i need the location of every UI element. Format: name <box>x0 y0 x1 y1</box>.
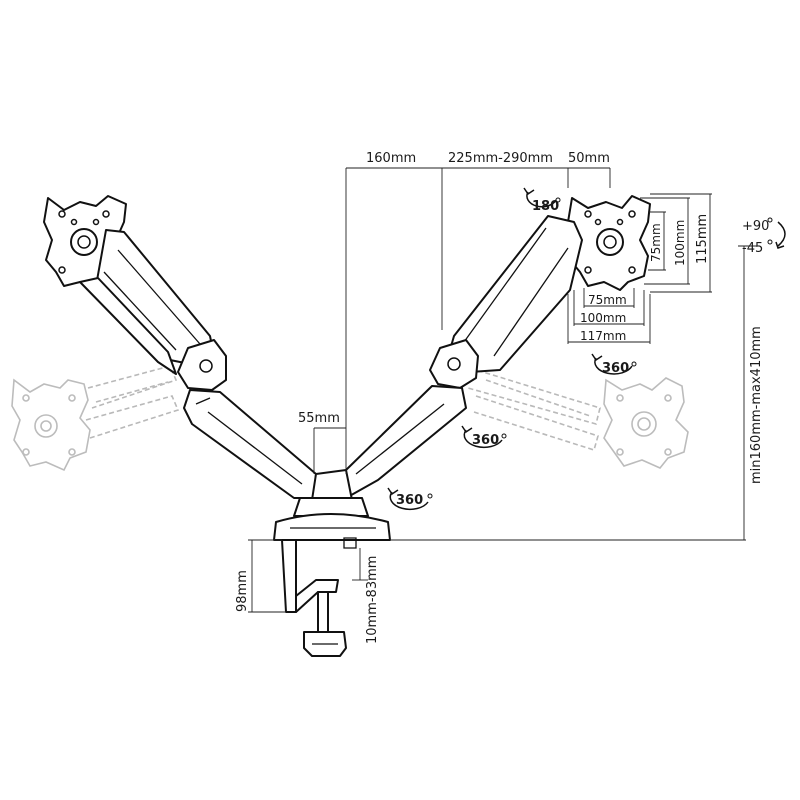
ghost-left-plate <box>11 378 91 472</box>
tilt-arrow-icon <box>777 221 786 247</box>
right-upper-arm <box>429 215 583 389</box>
rotation-arrow-icon <box>594 357 633 375</box>
ghost-positions <box>11 365 689 472</box>
label-55mm: 55mm <box>298 411 340 426</box>
svg-text:360: 360 <box>472 433 499 448</box>
left-lower-arm <box>183 389 317 499</box>
label-tilt-up: +90 <box>742 219 769 234</box>
tilt-indicator: +90 -45 <box>742 217 786 256</box>
dimension-lines <box>248 167 760 613</box>
label-tilt-down: -45 <box>742 241 763 256</box>
rotation-360-mid: 360 <box>461 425 507 449</box>
rotation-180: 180 <box>523 187 561 214</box>
dimension-labels: 160mm 225mm-290mm 50mm 55mm 75mm 100mm 1… <box>235 151 764 644</box>
ghost-right-plate <box>603 377 689 469</box>
ghost-right-arm <box>467 367 601 425</box>
rotation-360-base: 360 <box>387 487 433 511</box>
label-98mm: 98mm <box>235 570 250 612</box>
right-lower-arm <box>329 385 467 499</box>
rotation-arrow-icon <box>389 491 429 511</box>
left-upper-arm <box>79 229 227 391</box>
center-column <box>273 469 391 541</box>
rotation-arrow-icon <box>463 429 503 449</box>
desk-clamp <box>281 537 357 657</box>
label-clamp-range: 10mm-83mm <box>365 556 380 644</box>
rotation-arrow-icon <box>526 191 557 208</box>
label-50mm: 50mm <box>568 151 610 166</box>
label-reach: 225mm-290mm <box>448 151 553 166</box>
rotation-360-right: 360 <box>591 353 637 376</box>
label-115mm: 115mm <box>695 214 710 264</box>
svg-text:360: 360 <box>602 361 629 376</box>
desk-base <box>273 513 391 541</box>
label-vesa75-h: 75mm <box>588 293 627 307</box>
label-160mm: 160mm <box>366 151 416 166</box>
svg-text:180: 180 <box>532 199 559 214</box>
label-117mm: 117mm <box>580 329 626 343</box>
label-height-range: min160mm-max410mm <box>749 326 764 484</box>
svg-text:360: 360 <box>396 493 423 508</box>
label-vesa75-v: 75mm <box>649 223 663 262</box>
label-vesa100-h: 100mm <box>580 311 626 325</box>
label-vesa100-v: 100mm <box>673 220 687 266</box>
ghost-left-arm <box>87 365 178 409</box>
